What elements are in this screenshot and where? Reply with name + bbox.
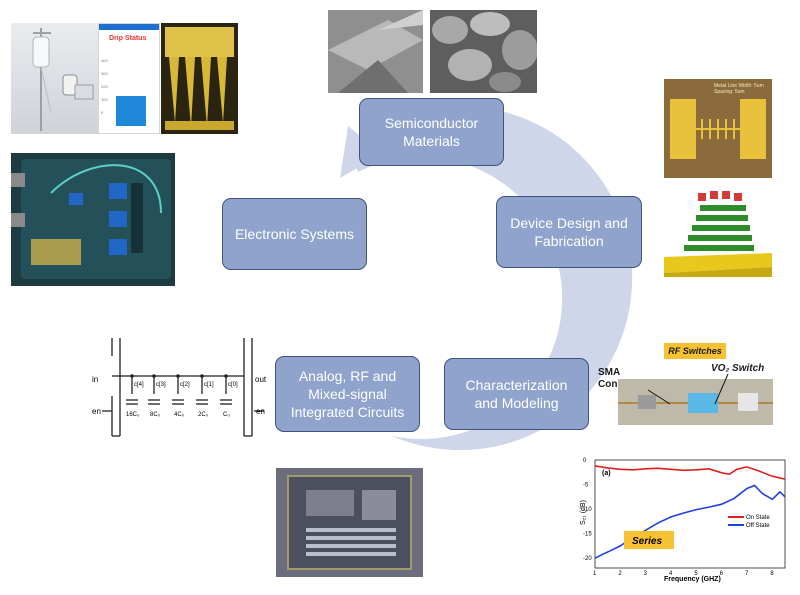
node-characterization: Characterization and Modeling [444,358,589,430]
chip-die-photo [276,468,423,577]
node-device-design: Device Design and Fabrication [496,196,642,268]
drip-status-header-bar [99,24,159,30]
on-state-line [594,465,786,480]
circuit-cap-2: 2C₀ [198,412,209,418]
circuit-out-label: out [255,375,267,384]
node-semiconductor-materials: Semiconductor Materials [359,98,504,166]
circuit-cap-4: 4C₀ [174,412,185,418]
sem-image-1 [328,10,423,93]
y-tick-label: 0 [583,458,587,464]
circuit-en-left: en [92,407,101,416]
series-badge-label: Series [632,536,662,547]
iv-drip-photo [11,23,98,134]
metal-line-caption: Metal Line Width: 5um Spacing: 5um [714,83,764,95]
x-tick-label: 1 [593,571,597,577]
y-tick-label: -20 [583,556,592,562]
circuit-cap-1: C₀ [223,412,230,418]
series-badge-bg [624,531,674,549]
y-tick-label: -5 [583,483,589,489]
x-tick-label: 4 [669,571,673,577]
node-analog-label: Analog, RF and Mixed-signal Integrated C… [290,368,405,420]
pcb-board-photo [11,153,175,286]
drip-status-bar [116,96,146,126]
off-state-line [594,484,786,559]
rf-switch-badge: RF Switches [664,343,726,359]
x-tick-label: 2 [618,571,622,577]
rf-switch-photo [618,379,773,425]
plot-xlabel: Frequency (GHZ) [664,576,721,583]
y-tick-label: -15 [583,532,592,538]
sem-image-2 [430,10,537,93]
x-tick-label: 5 [694,571,698,577]
node-electronic-systems: Electronic Systems [222,198,367,270]
drip-status-title: Drip Status [109,35,147,42]
node-characterization-label: Characterization and Modeling [465,377,568,411]
node-analog-rf: Analog, RF and Mixed-signal Integrated C… [275,356,420,432]
interdigitated-device-photo: Metal Line Width: 5um Spacing: 5um [664,79,772,178]
circuit-en-right: en [256,407,265,416]
node-device-label: Device Design and Fabrication [510,215,628,249]
legend-off-label: Off State [746,523,770,529]
capacitor-bank-schematic: in out en en c[4] c[3] c[2] c[1] c[0] 16… [92,338,267,437]
x-tick-label: 8 [770,571,774,577]
circuit-bit-0: c[0] [228,382,238,388]
circuit-cap-16: 16C₀ [126,412,140,418]
gold-probe-photo [161,23,238,134]
plot-frame [594,459,786,569]
x-tick-label: 6 [720,571,724,577]
x-tick-label: 3 [644,571,648,577]
plot-ylabel: S₂₁ (dB) [580,500,587,525]
circuit-bit-2: c[2] [180,382,190,388]
plot-panel-label: (a) [602,470,611,477]
circuit-bit-1: c[1] [204,382,214,388]
legend-on-label: On State [746,515,770,521]
node-electronic-label: Electronic Systems [234,226,355,242]
stacked-3d-device-image [664,187,772,277]
vo2-switch-label: VO₂ Switch [711,363,765,374]
circuit-in-label: in [92,375,98,384]
circuit-bit-3: c[3] [156,382,166,388]
node-semiconductor-label: Semiconductor Materials [384,115,479,149]
rf-switch-pointers [647,373,729,405]
circuit-bit-4: c[4] [134,382,144,388]
circuit-cap-8: 8C₀ [150,412,161,418]
x-tick-label: 7 [745,571,749,577]
s21-frequency-plot: 1 2 3 4 5 6 7 8 0 -5 -10 -15 -20 (a) S₂₁ (dB) Freque… [580,458,786,583]
y-tick-label: -10 [583,507,592,513]
